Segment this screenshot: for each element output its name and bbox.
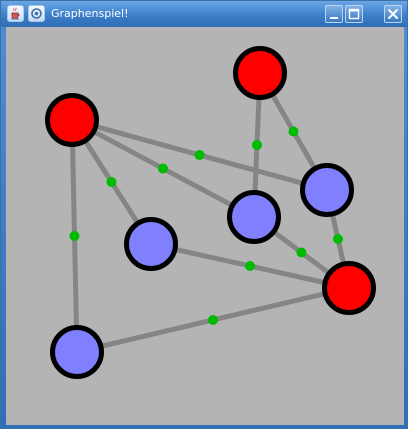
- edge-midpoint-marker[interactable]: [106, 177, 117, 187]
- node-layer: [45, 46, 376, 379]
- graph-drawing[interactable]: [6, 27, 404, 425]
- graph-node-blue[interactable]: [50, 325, 104, 379]
- close-icon: [388, 9, 398, 19]
- edge-layer: [69, 71, 352, 355]
- graph-canvas[interactable]: [6, 27, 404, 425]
- close-button[interactable]: [384, 5, 402, 23]
- java-cup-icon[interactable]: [7, 5, 24, 22]
- graph-node-red[interactable]: [322, 261, 376, 315]
- edge-midpoint-marker[interactable]: [194, 150, 205, 160]
- graph-node-red[interactable]: [45, 93, 99, 147]
- edge-midpoint-marker[interactable]: [245, 261, 255, 271]
- edge-midpoint-marker[interactable]: [208, 315, 218, 325]
- graph-node-blue[interactable]: [227, 190, 281, 244]
- graph-node-red[interactable]: [233, 46, 287, 100]
- edge-midpoint-marker[interactable]: [333, 234, 343, 244]
- edge-midpoint-marker[interactable]: [296, 247, 307, 258]
- window-menu-icon[interactable]: [28, 5, 45, 22]
- edge-midpoint-marker[interactable]: [69, 231, 80, 241]
- window-title: Graphenspiel!: [51, 7, 129, 20]
- title-bar[interactable]: Graphenspiel!: [1, 1, 407, 27]
- minimize-icon: [330, 17, 338, 19]
- minimize-button[interactable]: [325, 5, 343, 23]
- edge-midpoint-marker[interactable]: [158, 163, 168, 174]
- maximize-icon: [348, 8, 360, 20]
- marker-layer: [69, 126, 343, 325]
- graph-node-blue[interactable]: [300, 163, 354, 217]
- graph-node-blue[interactable]: [124, 217, 178, 271]
- maximize-button[interactable]: [345, 5, 363, 23]
- edge-midpoint-marker[interactable]: [252, 140, 262, 150]
- edge-midpoint-marker[interactable]: [288, 126, 299, 137]
